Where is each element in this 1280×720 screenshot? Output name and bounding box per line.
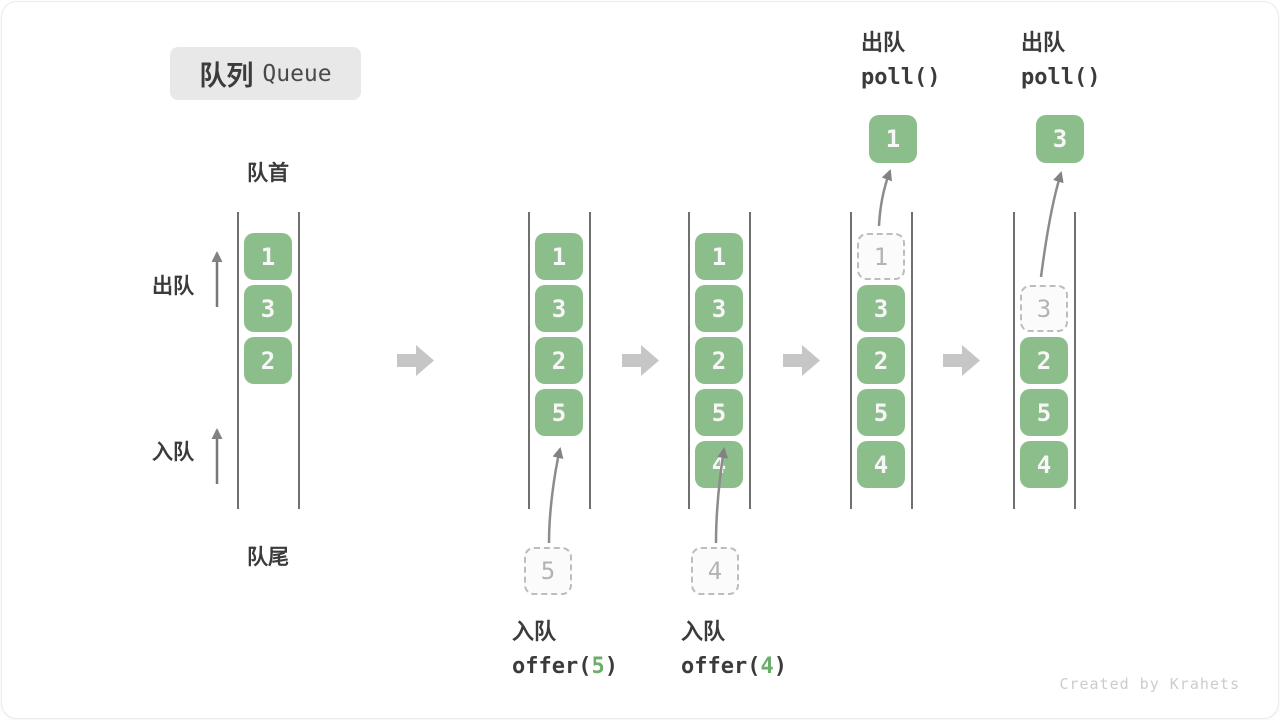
label-queue-head: 队首 (247, 162, 289, 185)
offer-arg: 5 (591, 654, 605, 679)
queue-cell: 5 (857, 389, 905, 436)
queue-walls (1013, 212, 1076, 509)
poll-label-zh: 出队 (861, 30, 906, 55)
queue-cell: 3 (535, 285, 583, 332)
queue-cell: 4 (857, 441, 905, 488)
queue-state-5: 3 2 5 4 (1020, 0, 1068, 720)
queue-state-3: 1 3 2 5 4 (695, 0, 743, 720)
dequeued-placeholder-cell: 3 (1020, 285, 1068, 332)
queue-cell: 3 (695, 285, 743, 332)
queue-cell: 4 (695, 441, 743, 488)
queue-cell: 1 (535, 233, 583, 280)
label-queue-tail: 队尾 (247, 546, 289, 569)
queue-cell: 1 (244, 233, 292, 280)
label-enqueue: 入队 (152, 441, 194, 464)
queue-state-1: 1 3 2 (244, 0, 292, 720)
annotation-offer-5: 入队 offer(5) (512, 614, 618, 684)
queue-cell: 2 (244, 337, 292, 384)
offer-label-zh: 入队 (512, 619, 557, 644)
title-zh: 队列 (199, 61, 254, 91)
offer-label-zh: 入队 (681, 619, 726, 644)
queue-cell: 5 (1020, 389, 1068, 436)
poll-label-zh: 出队 (1021, 30, 1066, 55)
outgoing-cell: 3 (1036, 115, 1084, 163)
watermark: Created by Krahets (1059, 675, 1240, 693)
annotation-poll-1: 出队 poll() (861, 25, 940, 95)
queue-cell: 1 (695, 233, 743, 280)
incoming-cell: 4 (691, 547, 739, 595)
outgoing-cell: 1 (869, 115, 917, 163)
title-box: 队列 Queue (170, 47, 361, 100)
queue-cell: 2 (695, 337, 743, 384)
title-en: Queue (262, 60, 332, 87)
queue-cell: 5 (695, 389, 743, 436)
label-dequeue: 出队 (152, 275, 194, 298)
queue-walls (688, 212, 751, 509)
queue-cell: 4 (1020, 441, 1068, 488)
offer-arg: 4 (760, 654, 774, 679)
queue-cell: 5 (535, 389, 583, 436)
queue-state-2: 1 3 2 5 (535, 0, 583, 720)
queue-walls (237, 212, 300, 509)
annotation-poll-2: 出队 poll() (1021, 25, 1100, 95)
poll-label-code: poll() (861, 65, 941, 90)
dequeued-placeholder-cell: 1 (857, 233, 905, 280)
queue-cell: 2 (857, 337, 905, 384)
queue-cell: 3 (244, 285, 292, 332)
queue-state-4: 1 3 2 5 4 (857, 0, 905, 720)
incoming-cell: 5 (524, 547, 572, 595)
queue-walls (850, 212, 913, 509)
queue-cell: 3 (857, 285, 905, 332)
poll-label-code: poll() (1021, 65, 1101, 90)
offer-label-code: offer(4) (681, 654, 787, 679)
queue-cell: 2 (1020, 337, 1068, 384)
annotation-offer-4: 入队 offer(4) (681, 614, 787, 684)
offer-label-code: offer(5) (512, 654, 618, 679)
queue-cell: 2 (535, 337, 583, 384)
queue-walls (528, 212, 591, 509)
